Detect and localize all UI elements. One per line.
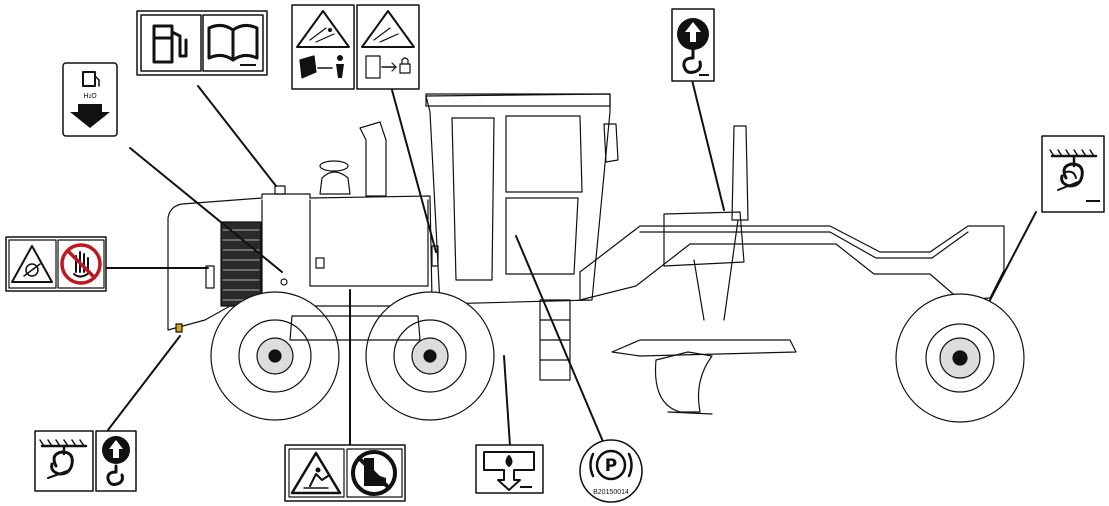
leader-parking-brake [515,235,605,445]
drain-point-icon [483,451,535,491]
rotating-parts-warning-icon [11,245,53,283]
decal-fuel-drain: H₂O [62,62,118,137]
svg-text:H₂O: H₂O [83,92,97,100]
lift-hook-icon [677,18,709,74]
blade-lift-linkage [663,211,745,267]
rear-light [205,265,215,289]
motor-grader-drawing [167,93,1025,423]
leader-tie-down-rear [107,335,181,431]
decal-spray-crush [291,4,355,90]
front-wheel [895,293,1025,423]
cab-door-lower-window [505,197,579,275]
leader-fuel-drain [129,147,283,273]
decal-drain [475,444,544,494]
engine-grille [220,221,262,307]
leader-drain [503,355,511,447]
air-precleaner [319,171,351,195]
pressurized-spray-warning-icon [361,10,415,48]
decal-lift-hook-front [671,8,715,82]
no-hand-prohibition-icon [60,243,102,285]
lift-rod [723,219,739,321]
moldboard-edge [667,411,713,415]
lift-cylinder [731,125,749,221]
rear-tandem-wheel-2 [365,291,495,421]
fuel-pump-icon [152,24,188,64]
precleaner-cap [319,160,349,172]
manual-book-icon [207,23,259,62]
rear-tandem-wheel-1 [210,291,340,421]
lift-hook-icon [102,436,130,486]
rear-reflector [175,323,183,333]
lock-out-icon [365,55,411,79]
fuel-filler-cap [274,185,286,195]
cab-mirror [603,123,619,163]
lift-rod-2 [693,259,705,321]
leader-lift-hook-front [691,79,725,211]
leader-tie-down-front [989,211,1037,301]
pressurized-spray-warning-icon [296,10,350,48]
tie-down-icon [39,439,88,479]
tandem-case [289,315,421,341]
spray-lines [373,27,399,43]
decal-rotating-parts [5,236,107,292]
fuel-drain-icon: H₂O [70,71,110,128]
svg-text:P: P [605,456,617,476]
drawbar [611,339,797,357]
hood-latch [315,257,325,269]
no-step-prohibition-icon [351,450,397,496]
decal-fuel-manual [136,10,268,76]
decal-parking-brake: P [579,439,643,503]
decal-spray-lockout [356,4,420,90]
crush-hazard-warning-icon [299,55,344,79]
leader-lines [105,79,1037,447]
parking-brake-icon: P [589,449,633,481]
engine-side-panel [309,199,429,287]
moldboard [654,351,713,413]
frame-inner-line [639,231,969,259]
fall-hazard-warning-icon [290,451,342,495]
decal-fall-no-step [284,444,406,502]
cab-roof [425,93,611,107]
cab-door-upper-window [505,115,583,193]
leader-spray-crush [391,89,437,253]
parking-brake-decal-code: B20150014 [593,489,629,496]
main-frame [579,225,1005,301]
decal-tie-down-lift-rear [34,430,137,492]
tie-down-icon [1049,149,1098,191]
leader-fuel-manual [197,85,277,187]
cab-rear-window [451,117,495,281]
decal-tie-down-front [1041,135,1105,213]
hood-bolt [280,278,288,286]
exhaust-stack [359,121,387,197]
